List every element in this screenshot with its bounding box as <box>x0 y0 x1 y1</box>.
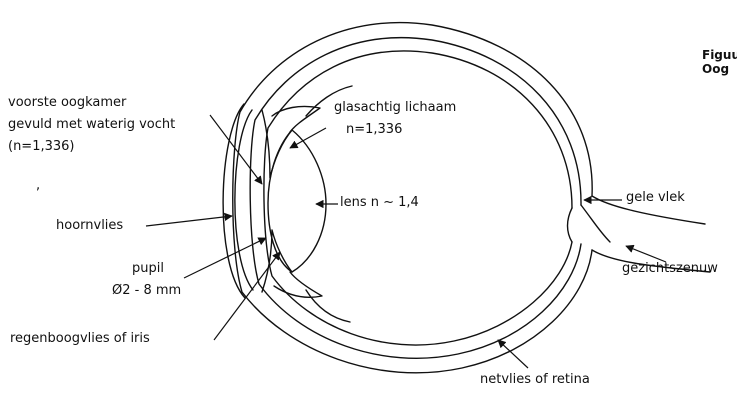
ciliary-body-lower <box>274 272 322 297</box>
label-anterior-chamber-2: gevuld met waterig vocht <box>8 117 175 133</box>
leader-optic-nerve <box>626 246 666 262</box>
leader-vitreous <box>290 128 326 148</box>
label-pupil-2: Ø2 - 8 mm <box>112 283 181 299</box>
figure-label-line2: Oog <box>702 62 729 76</box>
optic-disc-inner <box>568 208 573 242</box>
lens-shape <box>268 130 326 272</box>
ciliary-lower-2 <box>306 290 350 322</box>
optic-nerve-center <box>581 205 610 242</box>
stray-comma: , <box>36 178 40 194</box>
ciliary-body-upper <box>272 106 320 132</box>
label-retina: netvlies of retina <box>480 372 590 388</box>
iris-upper <box>262 110 292 178</box>
label-pupil-1: pupil <box>132 261 164 277</box>
leader-cornea <box>146 216 232 226</box>
label-lens: lens n ~ 1,4 <box>340 195 419 211</box>
label-vitreous-2: n=1,336 <box>346 122 402 138</box>
label-macula: gele vlek <box>626 190 685 206</box>
label-optic-nerve: gezichtszenuw <box>622 261 718 277</box>
label-iris: regenboogvlies of iris <box>10 331 150 347</box>
label-vitreous-1: glasachtig lichaam <box>334 100 456 116</box>
label-anterior-chamber-1: voorste oogkamer <box>8 95 126 111</box>
label-cornea: hoornvlies <box>56 218 123 234</box>
label-anterior-chamber-3: (n=1,336) <box>8 139 75 155</box>
leader-iris <box>214 252 280 340</box>
figure-label-line1: Figuu <box>702 48 737 62</box>
